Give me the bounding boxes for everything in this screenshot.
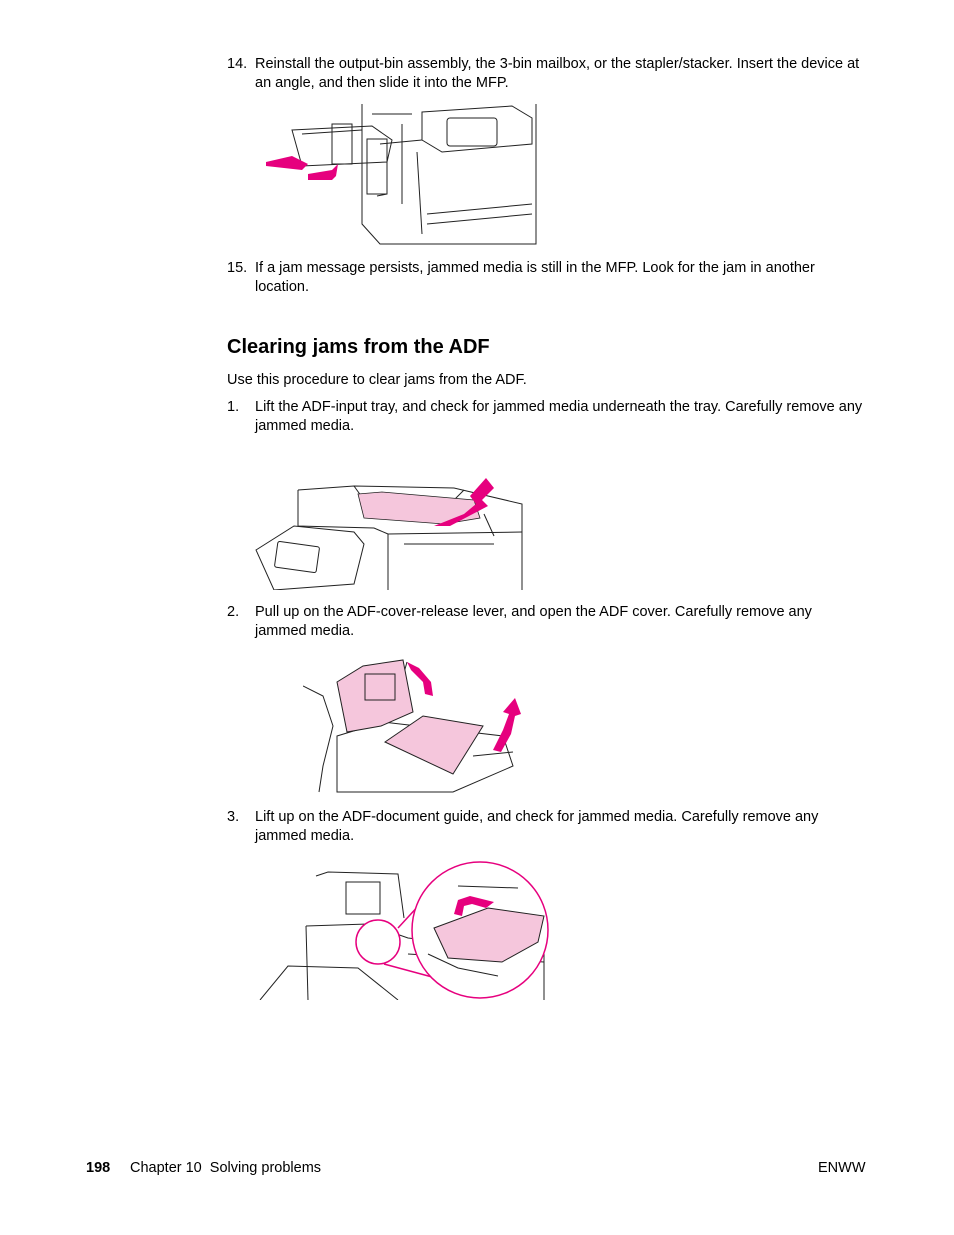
step-number: 15. — [227, 260, 248, 276]
step-number: 14. — [227, 56, 248, 72]
adf-cover-open-illustration — [303, 659, 521, 793]
output-bin-illustration — [266, 104, 537, 245]
chapter-title: Chapter 10 Solving problems — [130, 1160, 322, 1176]
step-number: 2. — [227, 604, 240, 620]
adf-document-guide-illustration — [259, 861, 549, 1000]
step-text: If a jam message persists, jammed media … — [255, 260, 815, 295]
step-number: 3. — [227, 809, 240, 825]
step-text: Reinstall the output-bin assembly, the 3… — [255, 56, 860, 91]
section-intro: Use this procedure to clear jams from th… — [227, 372, 527, 388]
step-number: 1. — [227, 399, 240, 415]
step-text: Pull up on the ADF-cover-release lever, … — [255, 604, 812, 639]
adf-input-tray-illustration — [255, 478, 523, 590]
footer-right-label: ENWW — [818, 1160, 866, 1176]
page-number: 198 — [86, 1160, 111, 1176]
section-title: Clearing jams from the ADF — [227, 336, 490, 358]
step-text: Lift the ADF-input tray, and check for j… — [255, 399, 863, 434]
step-text: Lift up on the ADF-document guide, and c… — [255, 809, 819, 844]
